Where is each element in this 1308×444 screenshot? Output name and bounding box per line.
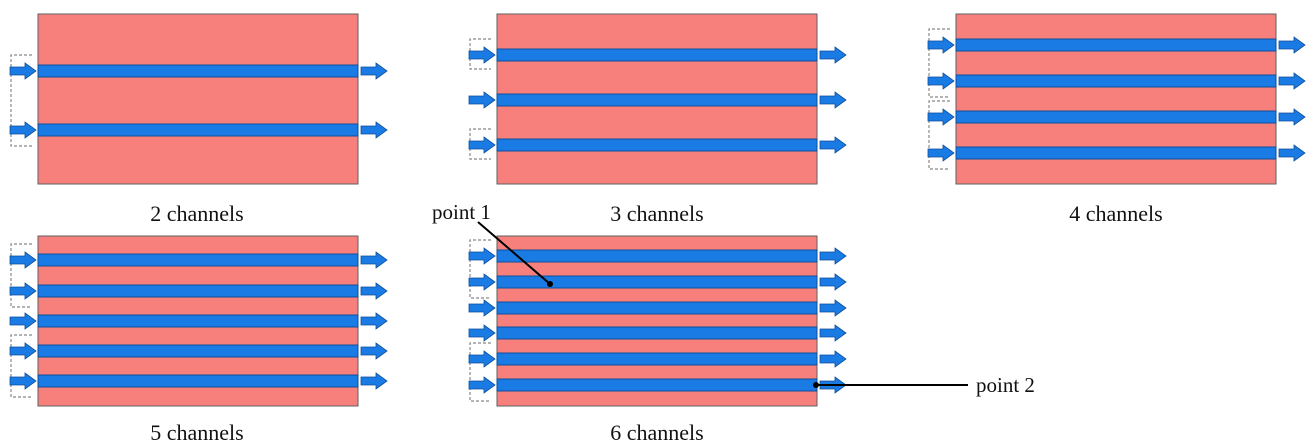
inlet-bracket: [10, 54, 32, 147]
cooling-channel-1: [37, 64, 359, 78]
heat-plate: [37, 13, 359, 185]
caption-4-channels: 4 channels: [1069, 201, 1162, 226]
cooling-channel-4: [496, 326, 818, 340]
cooling-channel-5: [37, 374, 359, 388]
cooling-channel-2: [496, 275, 818, 289]
outlet-arrow-icon: [360, 251, 388, 269]
inlet-arrow-icon: [9, 372, 37, 390]
inlet-arrow-icon: [468, 46, 496, 64]
inlet-arrow-icon: [468, 247, 496, 265]
outlet-arrow-icon: [360, 121, 388, 139]
outlet-arrow-icon: [1278, 108, 1306, 126]
outlet-arrow-icon: [1278, 144, 1306, 162]
inlet-bracket: [928, 28, 950, 98]
cooling-channel-3: [955, 110, 1277, 124]
inlet-arrow-icon: [9, 312, 37, 330]
inlet-arrow-icon: [468, 376, 496, 394]
cooling-channel-2: [37, 284, 359, 298]
inlet-arrow-icon: [927, 144, 955, 162]
inlet-arrow-icon: [468, 324, 496, 342]
inlet-arrow-icon: [468, 136, 496, 154]
outlet-arrow-icon: [819, 136, 847, 154]
panel-3-channels: [468, 13, 847, 185]
outlet-arrow-icon: [360, 282, 388, 300]
caption-2-channels: 2 channels: [150, 201, 243, 226]
inlet-arrow-icon: [468, 273, 496, 291]
inlet-arrow-icon: [9, 342, 37, 360]
outlet-arrow-icon: [819, 91, 847, 109]
inlet-arrow-icon: [9, 251, 37, 269]
inlet-arrow-icon: [927, 72, 955, 90]
outlet-arrow-icon: [360, 372, 388, 390]
inlet-arrow-icon: [468, 91, 496, 109]
inlet-bracket: [10, 334, 32, 398]
panel-5-channels: [9, 235, 388, 407]
cooling-channel-1: [496, 48, 818, 62]
point-1-leader-line: [477, 221, 551, 285]
outlet-arrow-icon: [360, 312, 388, 330]
inlet-arrow-icon: [9, 282, 37, 300]
outlet-arrow-icon: [819, 324, 847, 342]
cooling-channel-1: [37, 253, 359, 267]
panel-2-channels: [9, 13, 388, 185]
panels-layer: [9, 13, 1306, 407]
cooling-channel-3: [496, 138, 818, 152]
inlet-bracket: [10, 243, 32, 308]
outlet-arrow-icon: [819, 273, 847, 291]
cooling-channel-4: [955, 146, 1277, 160]
caption-6-channels: 6 channels: [610, 420, 703, 444]
inlet-arrow-icon: [468, 299, 496, 317]
cooling-channel-3: [37, 314, 359, 328]
cooling-channel-2: [955, 74, 1277, 88]
outlet-arrow-icon: [1278, 72, 1306, 90]
caption-3-channels: 3 channels: [610, 201, 703, 226]
panel-6-channels: [468, 235, 847, 407]
inlet-arrow-icon: [9, 62, 37, 80]
outlet-arrow-icon: [819, 247, 847, 265]
cooling-channel-1: [955, 38, 1277, 52]
point-1-label: point 1: [432, 200, 491, 224]
cooling-channel-2: [37, 123, 359, 137]
point-1-marker: [547, 281, 553, 287]
cooling-channel-2: [496, 93, 818, 107]
cooling-channel-6: [496, 378, 818, 392]
point-2-label: point 2: [976, 373, 1035, 397]
point-2-marker: [813, 382, 819, 388]
outlet-arrow-icon: [819, 46, 847, 64]
cooling-channel-4: [37, 344, 359, 358]
outlet-arrow-icon: [819, 350, 847, 368]
inlet-bracket: [928, 100, 950, 170]
cooling-channel-5: [496, 352, 818, 366]
inlet-arrow-icon: [927, 36, 955, 54]
heat-plate: [496, 235, 818, 407]
outlet-arrow-icon: [360, 62, 388, 80]
outlet-arrow-icon: [1278, 36, 1306, 54]
caption-5-channels: 5 channels: [150, 420, 243, 444]
outlet-arrow-icon: [819, 299, 847, 317]
outlet-arrow-icon: [360, 342, 388, 360]
cooling-channel-3: [496, 301, 818, 315]
inlet-bracket: [469, 239, 491, 299]
panel-4-channels: [927, 13, 1306, 185]
cooling-channel-1: [496, 249, 818, 263]
inlet-bracket: [469, 342, 491, 402]
inlet-arrow-icon: [9, 121, 37, 139]
inlet-arrow-icon: [468, 350, 496, 368]
inlet-arrow-icon: [927, 108, 955, 126]
